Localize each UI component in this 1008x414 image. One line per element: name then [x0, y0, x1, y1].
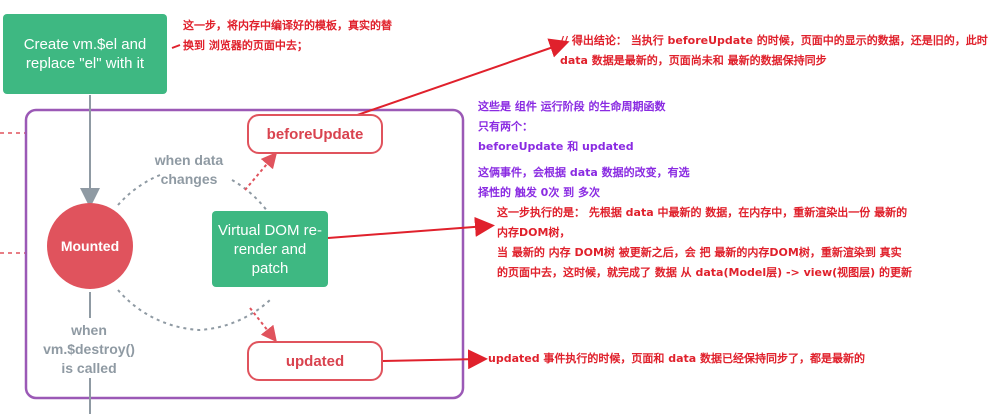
- before-update-label: beforeUpdate: [266, 125, 364, 143]
- create-el-label: Create vm.$el and replace "el" with it: [23, 36, 147, 72]
- updated-note-arrow: [382, 349, 488, 370]
- lifecycle-note-line-3: beforeUpdate 和 updated: [478, 140, 634, 153]
- vdom-note-arrow: [327, 216, 495, 239]
- before-update-note-line-1: // 得出结论： 当执行 beforeUpdate 的时候，页面中的显示的数据，…: [560, 34, 988, 47]
- vdom-note-line-1: 这一步执行的是： 先根据 data 中最新的 数据，在内存中，重新渲染出一份 最…: [497, 206, 908, 219]
- cycle-arc-top-left: [117, 174, 161, 206]
- virtual-dom-label: Virtual DOM re-render and patch: [218, 221, 322, 277]
- create-note-pointer: [171, 44, 181, 49]
- create-note: 这一步，将内存中编译好的模板，真实的替 换到 浏览器的页面中去；: [183, 16, 413, 56]
- before-update-note: // 得出结论： 当执行 beforeUpdate 的时候，页面中的显示的数据，…: [560, 31, 1000, 71]
- mounted-label: Mounted: [60, 238, 120, 254]
- cycle-arc-bottom: [117, 289, 271, 332]
- before-update-note-arrow: [342, 38, 570, 121]
- mounted-node: Mounted: [47, 203, 133, 289]
- vdom-note-line-4: 的页面中去，这时候，就完成了 数据 从 data(Model层) -> view…: [497, 266, 913, 279]
- updated-label: updated: [285, 352, 345, 370]
- lifecycle-note-line-2: 只有两个：: [478, 120, 533, 133]
- when-data-changes-label: when data changes: [154, 152, 224, 187]
- vdom-note: 这一步执行的是： 先根据 data 中最新的 数据，在内存中，重新渲染出一份 最…: [497, 203, 947, 283]
- when-destroy-label: when vm.$destroy() is called: [43, 322, 135, 376]
- lifecycle-note-line-5: 择性的 触发 0次 到 多次: [478, 186, 600, 199]
- create-el-box: Create vm.$el and replace "el" with it: [3, 14, 167, 94]
- before-update-note-line-2: data 数据是最新的，页面尚未和 最新的数据保持同步: [560, 54, 827, 67]
- lifecycle-note: 这些是 组件 运行阶段 的生命周期函数 只有两个： beforeUpdate 和…: [478, 97, 698, 203]
- create-note-line-1: 这一步，将内存中编译好的模板，真实的替: [183, 19, 392, 32]
- updated-note-line-1: updated 事件执行的时候，页面和 data 数据已经保持同步了，都是最新的: [488, 352, 866, 365]
- lifecycle-note-line-1: 这些是 组件 运行阶段 的生命周期函数: [478, 100, 666, 113]
- to-updated-arrow: [249, 307, 277, 343]
- create-note-line-2: 换到 浏览器的页面中去；: [183, 39, 308, 52]
- to-before-update-arrow: [244, 151, 278, 191]
- vdom-note-line-3: 当 最新的 内存 DOM树 被更新之后，会 把 最新的内存DOM树，重新渲染到 …: [497, 246, 902, 259]
- vdom-note-line-2: 内存DOM树，: [497, 226, 571, 239]
- updated-node: updated: [247, 341, 383, 381]
- before-update-node: beforeUpdate: [247, 114, 383, 154]
- lifecycle-frame: [24, 108, 465, 400]
- updated-note: updated 事件执行的时候，页面和 data 数据已经保持同步了，都是最新的: [488, 349, 908, 369]
- lifecycle-note-line-4: 这俩事件，会根据 data 数据的改变，有选: [478, 166, 690, 179]
- virtual-dom-box: Virtual DOM re-render and patch: [212, 211, 328, 287]
